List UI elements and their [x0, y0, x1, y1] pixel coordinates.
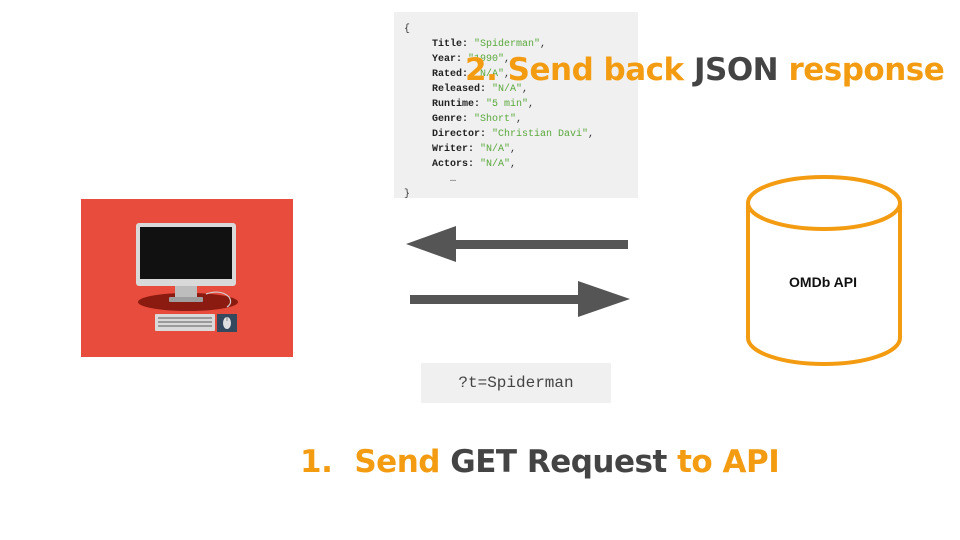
json-field: Title: "Spiderman",	[432, 39, 547, 50]
monitor-screen	[140, 227, 232, 279]
json-field: Rated: "N/A",	[432, 69, 511, 80]
json-key: Actors	[432, 159, 469, 170]
client-computer-panel	[81, 199, 293, 357]
step2-json: JSON	[693, 52, 779, 88]
mouse-cable	[205, 291, 232, 308]
json-key: Year	[432, 54, 457, 65]
request-arrow-right	[410, 281, 630, 317]
mouse-icon	[223, 317, 231, 329]
json-key: Rated	[432, 69, 463, 80]
json-key: Writer	[432, 144, 469, 155]
json-field: Released: "N/A",	[432, 84, 529, 95]
query-string-box: ?t=Spiderman	[421, 363, 611, 403]
json-key: Title	[432, 39, 463, 50]
json-field: Director: "Christian Davi",	[432, 129, 595, 140]
json-field: Year: "1990",	[432, 54, 511, 65]
step2-title: 2. Send back JSON response	[465, 52, 945, 88]
json-key: Director	[432, 129, 481, 140]
step2-response: response	[788, 52, 945, 88]
computer-icon	[136, 223, 238, 332]
response-arrow-left	[406, 226, 628, 262]
database-label: OMDb API	[789, 274, 857, 290]
json-close-brace: }	[404, 189, 411, 200]
json-key: Genre	[432, 114, 463, 125]
json-value: "N/A"	[474, 69, 505, 80]
json-open-brace: {	[404, 24, 411, 35]
step1-to-api: to API	[677, 444, 780, 480]
json-field: Runtime: "5 min",	[432, 99, 535, 110]
json-value: "Short"	[474, 114, 517, 125]
json-value: "5 min"	[486, 99, 529, 110]
json-key: Runtime	[432, 99, 475, 110]
step1-send: Send	[354, 444, 440, 480]
json-value: "1990"	[468, 54, 505, 65]
keyboard-keys	[158, 317, 212, 327]
json-ellipsis: …	[450, 174, 457, 185]
json-key: Released	[432, 84, 481, 95]
monitor-base	[169, 297, 203, 302]
json-response-box: { Title: "Spiderman", Year: "1990", Rate…	[394, 12, 638, 200]
json-value: "N/A"	[492, 84, 523, 95]
step1-get-request: GET Request	[450, 444, 667, 480]
json-field: Writer: "N/A",	[432, 144, 517, 155]
arrows	[406, 226, 630, 317]
json-field: Genre: "Short",	[432, 114, 523, 125]
json-value: "N/A"	[480, 144, 511, 155]
step2-number: 2.	[465, 52, 498, 88]
json-value: "N/A"	[480, 159, 511, 170]
step2-send-back: Send back	[507, 52, 685, 88]
database-icon	[746, 175, 902, 366]
json-value: "Spiderman"	[474, 39, 541, 50]
json-field: Actors: "N/A",	[432, 159, 517, 170]
step1-title: 1. Send GET Request to API	[300, 444, 780, 480]
step1-number: 1.	[300, 444, 333, 480]
json-value: "Christian Davi"	[492, 129, 589, 140]
